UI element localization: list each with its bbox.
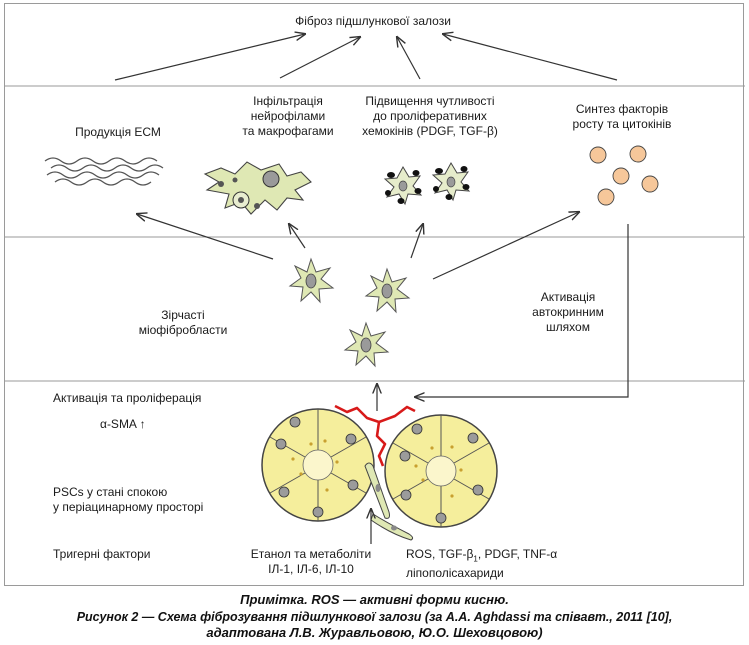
triggers-label: Тригерні фактори xyxy=(53,547,151,561)
acinus-left xyxy=(261,408,375,522)
acinus-right xyxy=(384,414,498,528)
figure-frame: Фіброз підшлункової залози Продукція ЕСМ… xyxy=(4,3,745,586)
quiescent-psc-icon xyxy=(364,462,414,541)
macrophage-icon xyxy=(203,161,312,215)
ethanol-label: Етанол та метаболіти ІЛ-1, ІЛ-6, ІЛ-10 xyxy=(250,547,372,576)
ros-subscript: 1 xyxy=(473,554,478,564)
infiltration-label: Інфільтрація нейрофілами та макрофагами xyxy=(242,94,334,138)
arrows-to-effects xyxy=(137,212,579,280)
synthesis-label: Синтез факторів росту та цитокінів xyxy=(572,102,672,131)
chemokine-cell-icon xyxy=(384,162,470,205)
resting-psc-label: PSCs у стані спокою у періацинарному про… xyxy=(53,485,204,514)
stellate-label: Зірчасті міофібробласти xyxy=(138,308,228,337)
sma-label: α-SMA ↑ xyxy=(100,417,146,431)
ecm-label: Продукція ЕСМ xyxy=(75,125,161,139)
ros-label-tail: , PDGF, TNF-α xyxy=(477,547,558,561)
ros-label: ROS, TGF-β1, PDGF, TNF-α ліпополісахарид… xyxy=(406,547,558,581)
autocrine-loop-arrow xyxy=(415,224,629,397)
caption-line-2: адаптована Л.В. Журавльовою, Ю.О. Шеховц… xyxy=(206,625,543,640)
activation-label: Активація та проліферація xyxy=(53,391,202,405)
caption-note: Примітка. ROS — активні форми кисню. xyxy=(240,592,509,607)
fibrosis-red-line xyxy=(334,404,416,467)
autocrine-label: Активація автокринним шляхом xyxy=(532,290,604,334)
stellate-cell-icon xyxy=(289,258,410,367)
fibrosis-title: Фіброз підшлункової залози xyxy=(295,14,451,28)
diagram-canvas xyxy=(5,4,745,544)
growth-factor-dots xyxy=(589,145,659,206)
arrows-to-fibrosis xyxy=(114,34,618,81)
chemokines-label: Підвищення чутливості до проліферативних… xyxy=(362,94,498,138)
ecm-fibers xyxy=(44,157,164,186)
caption-line-1: Рисунок 2 — Схема фіброзування підшлунко… xyxy=(76,610,673,624)
